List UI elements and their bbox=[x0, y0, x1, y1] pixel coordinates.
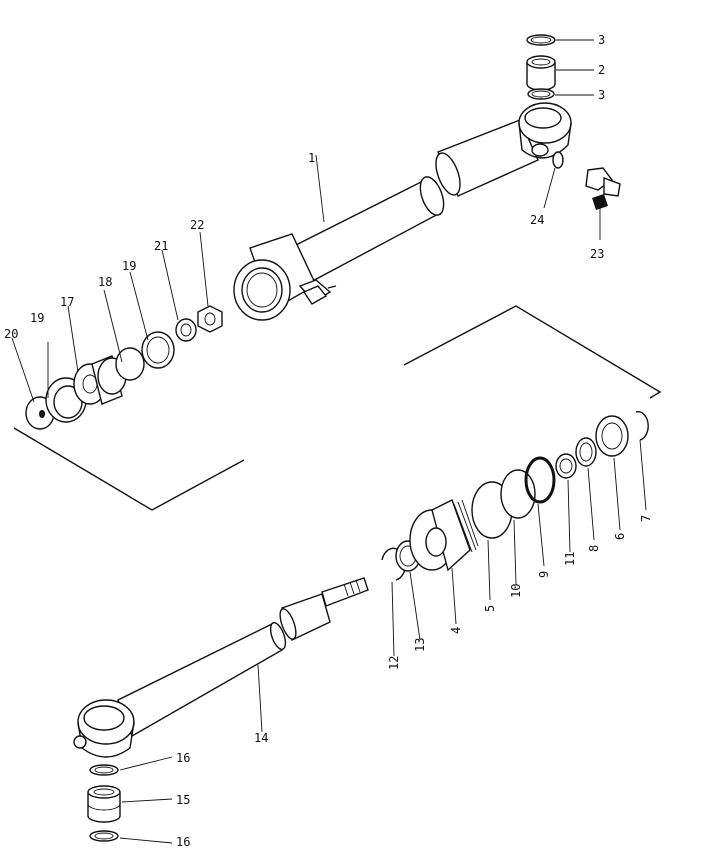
rod-end-nut-group bbox=[25, 305, 223, 430]
callout-15: 15 bbox=[176, 793, 190, 807]
callout-labels: 1 2 3 3 4 5 6 7 8 9 10 11 12 13 14 15 16… bbox=[4, 33, 653, 849]
callout-18: 18 bbox=[98, 275, 112, 289]
elbow-fitting bbox=[552, 151, 621, 210]
callout-1: 1 bbox=[308, 151, 315, 165]
gland-group-bracket bbox=[403, 305, 662, 399]
callout-13: 13 bbox=[413, 638, 427, 652]
callout-24: 24 bbox=[530, 213, 544, 227]
callout-3a: 3 bbox=[598, 33, 605, 47]
rod-eye-bushing bbox=[87, 764, 121, 842]
callout-22: 22 bbox=[190, 218, 204, 232]
gland-assembly bbox=[381, 411, 649, 581]
callout-19b: 19 bbox=[122, 259, 136, 273]
tube-eye-bushing bbox=[526, 34, 556, 100]
callout-2: 2 bbox=[598, 63, 605, 77]
piston-rod bbox=[73, 577, 369, 758]
callout-14: 14 bbox=[254, 731, 268, 745]
callout-19a: 19 bbox=[30, 311, 44, 325]
callout-16b: 16 bbox=[176, 835, 190, 848]
callout-7: 7 bbox=[639, 515, 653, 522]
callout-20: 20 bbox=[4, 327, 18, 341]
callout-4: 4 bbox=[449, 627, 463, 634]
callout-10: 10 bbox=[509, 584, 523, 598]
callout-23: 23 bbox=[590, 247, 604, 261]
callout-12: 12 bbox=[387, 656, 401, 670]
callout-3b: 3 bbox=[598, 88, 605, 102]
leader-lines bbox=[11, 39, 647, 844]
cylinder-tube bbox=[233, 102, 572, 321]
callout-6: 6 bbox=[613, 533, 627, 540]
callout-17: 17 bbox=[60, 295, 74, 309]
callout-16a: 16 bbox=[176, 751, 190, 765]
callout-5: 5 bbox=[483, 605, 497, 612]
head-group-bracket bbox=[13, 427, 245, 511]
callout-11: 11 bbox=[563, 552, 577, 566]
callout-9: 9 bbox=[537, 571, 551, 578]
callout-21: 21 bbox=[154, 239, 168, 253]
callout-8: 8 bbox=[587, 545, 601, 552]
